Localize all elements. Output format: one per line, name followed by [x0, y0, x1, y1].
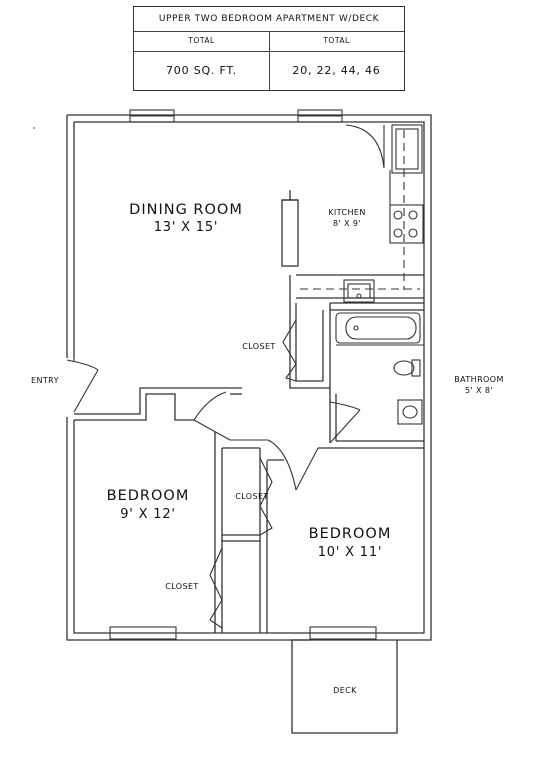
- unit-numbers-column: TOTAL 20, 22, 44, 46: [269, 31, 404, 90]
- bedroom-right-size: 10' X 11': [317, 545, 383, 560]
- stove: [389, 204, 424, 244]
- bathroom-fixtures: [335, 312, 424, 425]
- windows: [109, 109, 377, 640]
- exterior-walls: [66, 114, 432, 641]
- bedroom-closet-door-lower: [209, 547, 223, 629]
- kitchen-size: 8' X 9': [333, 219, 361, 228]
- unit-info-table: UPPER TWO BEDROOM APARTMENT W/DECK TOTAL…: [133, 6, 405, 91]
- bathroom-sink: [397, 399, 423, 425]
- bedroom-left-size: 9' X 12': [120, 507, 176, 522]
- pantry-door-swing: [345, 124, 385, 169]
- burner-icon: [393, 210, 403, 220]
- burner-icon: [408, 210, 418, 220]
- hall-closet-label: CLOSET: [242, 342, 276, 351]
- bathroom-label: BATHROOM: [454, 375, 504, 384]
- kitchen-fixtures: [300, 124, 424, 303]
- middle-closet-label: CLOSET: [235, 492, 269, 501]
- bedroom-left-label: BEDROOM: [106, 488, 190, 504]
- interior-walls: [74, 274, 424, 633]
- dining-partition: [281, 190, 299, 267]
- bedroom-right-label: BEDROOM: [308, 526, 392, 542]
- kitchen-label: KITCHEN: [328, 208, 366, 217]
- total-area-header: TOTAL: [134, 31, 269, 52]
- unit-numbers-header: TOTAL: [269, 31, 404, 52]
- lower-closet-label: CLOSET: [165, 582, 199, 591]
- total-area-value: 700 SQ. FT.: [166, 64, 237, 77]
- burner-icon: [408, 228, 418, 238]
- toilet: [393, 360, 415, 376]
- bedroom-closet-door-middle: [259, 457, 273, 536]
- dining-room-label: DINING ROOM: [129, 202, 243, 218]
- refrigerator: [391, 124, 423, 174]
- deck-outline: [291, 639, 398, 734]
- kitchen-sink: [343, 279, 375, 303]
- hall-closet-door: [282, 319, 297, 382]
- unit-numbers-value: 20, 22, 44, 46: [292, 64, 381, 77]
- door-swings: [193, 391, 361, 491]
- entry-door: [66, 358, 99, 413]
- burner-icon: [393, 228, 403, 238]
- bathroom-size: 5' X 8': [465, 386, 493, 395]
- bathtub: [335, 312, 421, 344]
- deck-label: DECK: [333, 686, 357, 695]
- total-area-column: TOTAL 700 SQ. FT.: [134, 31, 270, 90]
- dining-room-size: 13' X 15': [153, 220, 219, 235]
- entry-label: ENTRY: [31, 376, 59, 385]
